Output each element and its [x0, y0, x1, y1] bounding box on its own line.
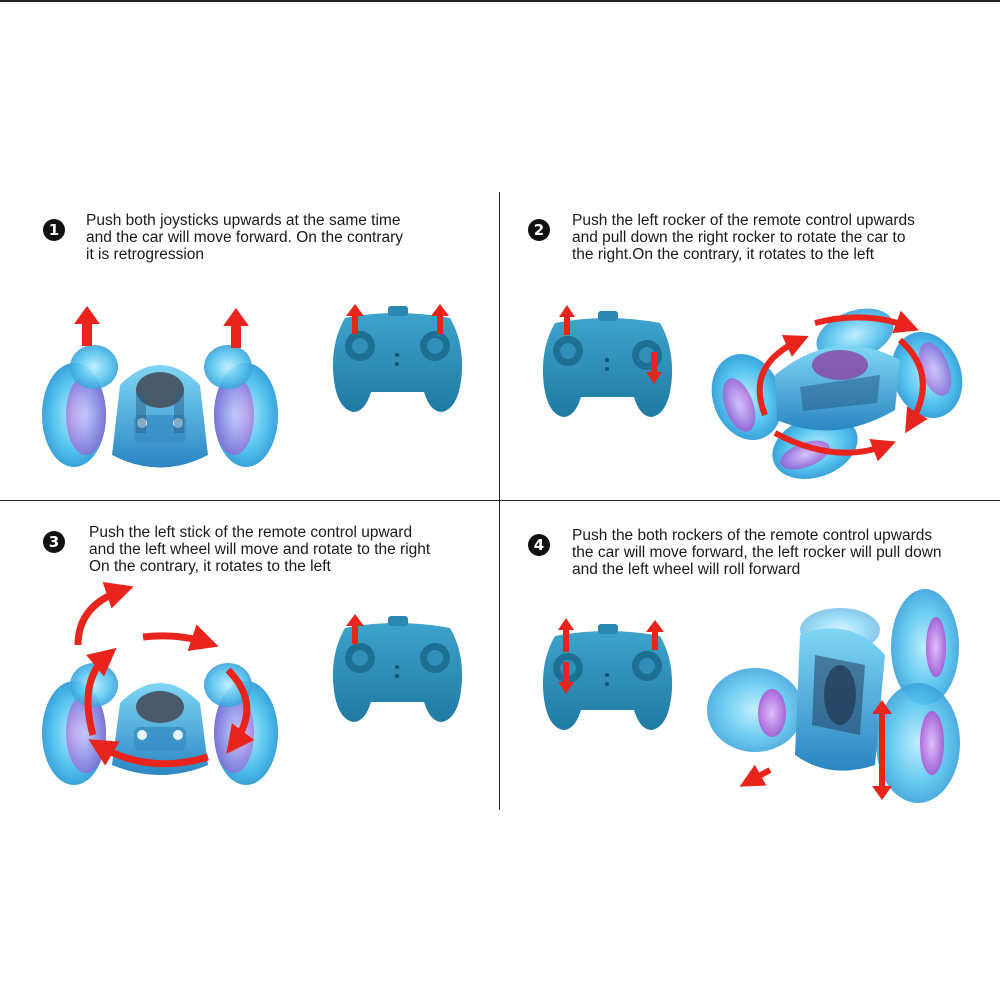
step-3-instructions: Push the left stick of the remote contro… — [89, 524, 430, 575]
arrow-up-left-stick-icon — [559, 305, 575, 335]
remote-controller — [332, 306, 463, 412]
arrow-up-left-icon — [74, 306, 100, 346]
horizontal-divider — [0, 500, 1000, 501]
instruction-line: the right.On the contrary, it rotates to… — [572, 246, 875, 263]
instruction-line: it is retrogression — [86, 246, 205, 263]
arrow-up-right-stick-icon — [646, 620, 664, 650]
remote-controller — [542, 311, 673, 417]
instruction-line: Push the left stick of the remote contro… — [89, 524, 413, 541]
step-number-badge: 2 — [528, 219, 550, 241]
arrow-up-right-stick-icon — [431, 304, 449, 334]
instruction-line: the car will move forward, the left rock… — [572, 544, 942, 561]
instruction-line: Push both joysticks upwards at the same … — [86, 212, 401, 229]
step-2-instructions: Push the left rocker of the remote contr… — [572, 212, 915, 263]
arrow-up-right-icon — [223, 308, 249, 348]
instruction-line: and the left wheel will move and rotate … — [89, 541, 431, 558]
step-number-badge: 3 — [43, 531, 65, 553]
stunt-car-front-view — [42, 345, 278, 468]
arrow-up-down-left-stick-icon — [558, 618, 574, 694]
top-divider — [0, 0, 1000, 2]
step-number-badge: 1 — [43, 219, 65, 241]
instruction-line: On the contrary, it rotates to the left — [89, 558, 331, 575]
arrow-up-left-stick-icon — [346, 614, 364, 644]
instruction-line: and pull down the right rocker to rotate… — [572, 229, 906, 246]
roll-arrows-icon — [739, 764, 772, 787]
rotation-arrows-icon — [756, 310, 928, 462]
step-4-instructions: Push the both rockers of the remote cont… — [572, 527, 942, 578]
arrow-down-right-stick-icon — [646, 352, 662, 384]
vertical-roll-arrow-icon — [872, 700, 892, 800]
remote-controller — [332, 616, 463, 722]
instruction-line: and the left wheel will roll forward — [572, 561, 801, 578]
step-number-badge: 4 — [528, 534, 550, 556]
rotation-arrows-icon — [74, 582, 255, 768]
stunt-car-rolling-view — [707, 589, 960, 803]
instruction-line: Push the both rockers of the remote cont… — [572, 527, 933, 544]
instruction-line: and the car will move forward. On the co… — [86, 229, 404, 246]
arrow-up-left-stick-icon — [346, 304, 364, 334]
instruction-line: Push the left rocker of the remote contr… — [572, 212, 915, 229]
vertical-divider — [499, 192, 500, 810]
step-1-instructions: Push both joysticks upwards at the same … — [86, 212, 403, 263]
